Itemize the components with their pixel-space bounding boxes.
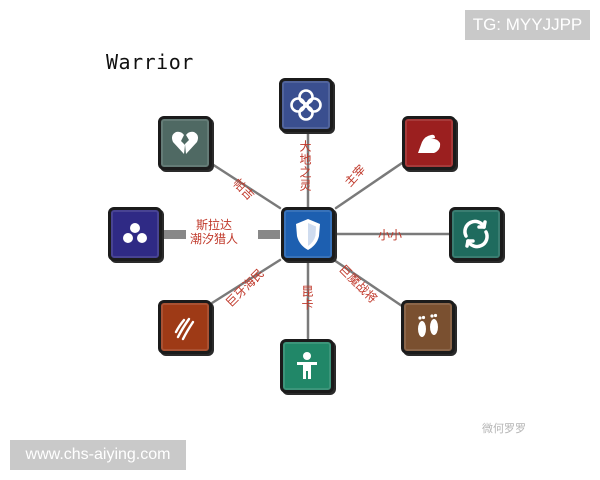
class-title: Warrior <box>106 50 194 74</box>
connector-left-seg-b <box>258 230 280 239</box>
node-tile-top-left[interactable] <box>158 116 212 170</box>
node-tile-top-right[interactable] <box>402 116 456 170</box>
node-label-bottom: 昆卡 <box>300 285 314 311</box>
connector-bottom-left <box>210 258 282 305</box>
node-tile-bottom-left[interactable] <box>158 300 212 354</box>
shield-icon <box>296 219 320 250</box>
broken-heart-icon <box>172 131 198 154</box>
footprints-icon <box>418 313 438 337</box>
node-tile-left[interactable] <box>108 207 162 261</box>
claw-marks-icon <box>174 317 195 341</box>
node-label-right: 小小 <box>378 228 403 242</box>
connector-top-right <box>334 161 404 210</box>
weibo-watermark: 微何罗罗 <box>482 422 526 435</box>
site-watermark: www.chs-aiying.com <box>10 440 186 470</box>
connector-left-seg-a <box>164 230 186 239</box>
trefoil-icon <box>123 223 147 243</box>
node-label-top: 大地之灵 <box>298 140 312 192</box>
node-label-left: 斯拉达 潮汐猎人 <box>190 218 239 246</box>
node-tile-right[interactable] <box>449 207 503 261</box>
swirl-icon <box>463 219 489 249</box>
human-figure-icon <box>297 352 317 379</box>
telegram-watermark: TG: MYYJJPP <box>465 10 590 40</box>
node-tile-bottom-right[interactable] <box>401 300 455 354</box>
node-tile-bottom[interactable] <box>280 339 334 393</box>
connector-top-left <box>210 162 282 210</box>
node-tile-top[interactable] <box>279 78 333 132</box>
center-shield-tile[interactable] <box>281 207 335 261</box>
celtic-knot-icon <box>290 89 322 121</box>
connector-bottom-right <box>332 258 404 308</box>
flexed-arm-icon <box>418 134 441 153</box>
